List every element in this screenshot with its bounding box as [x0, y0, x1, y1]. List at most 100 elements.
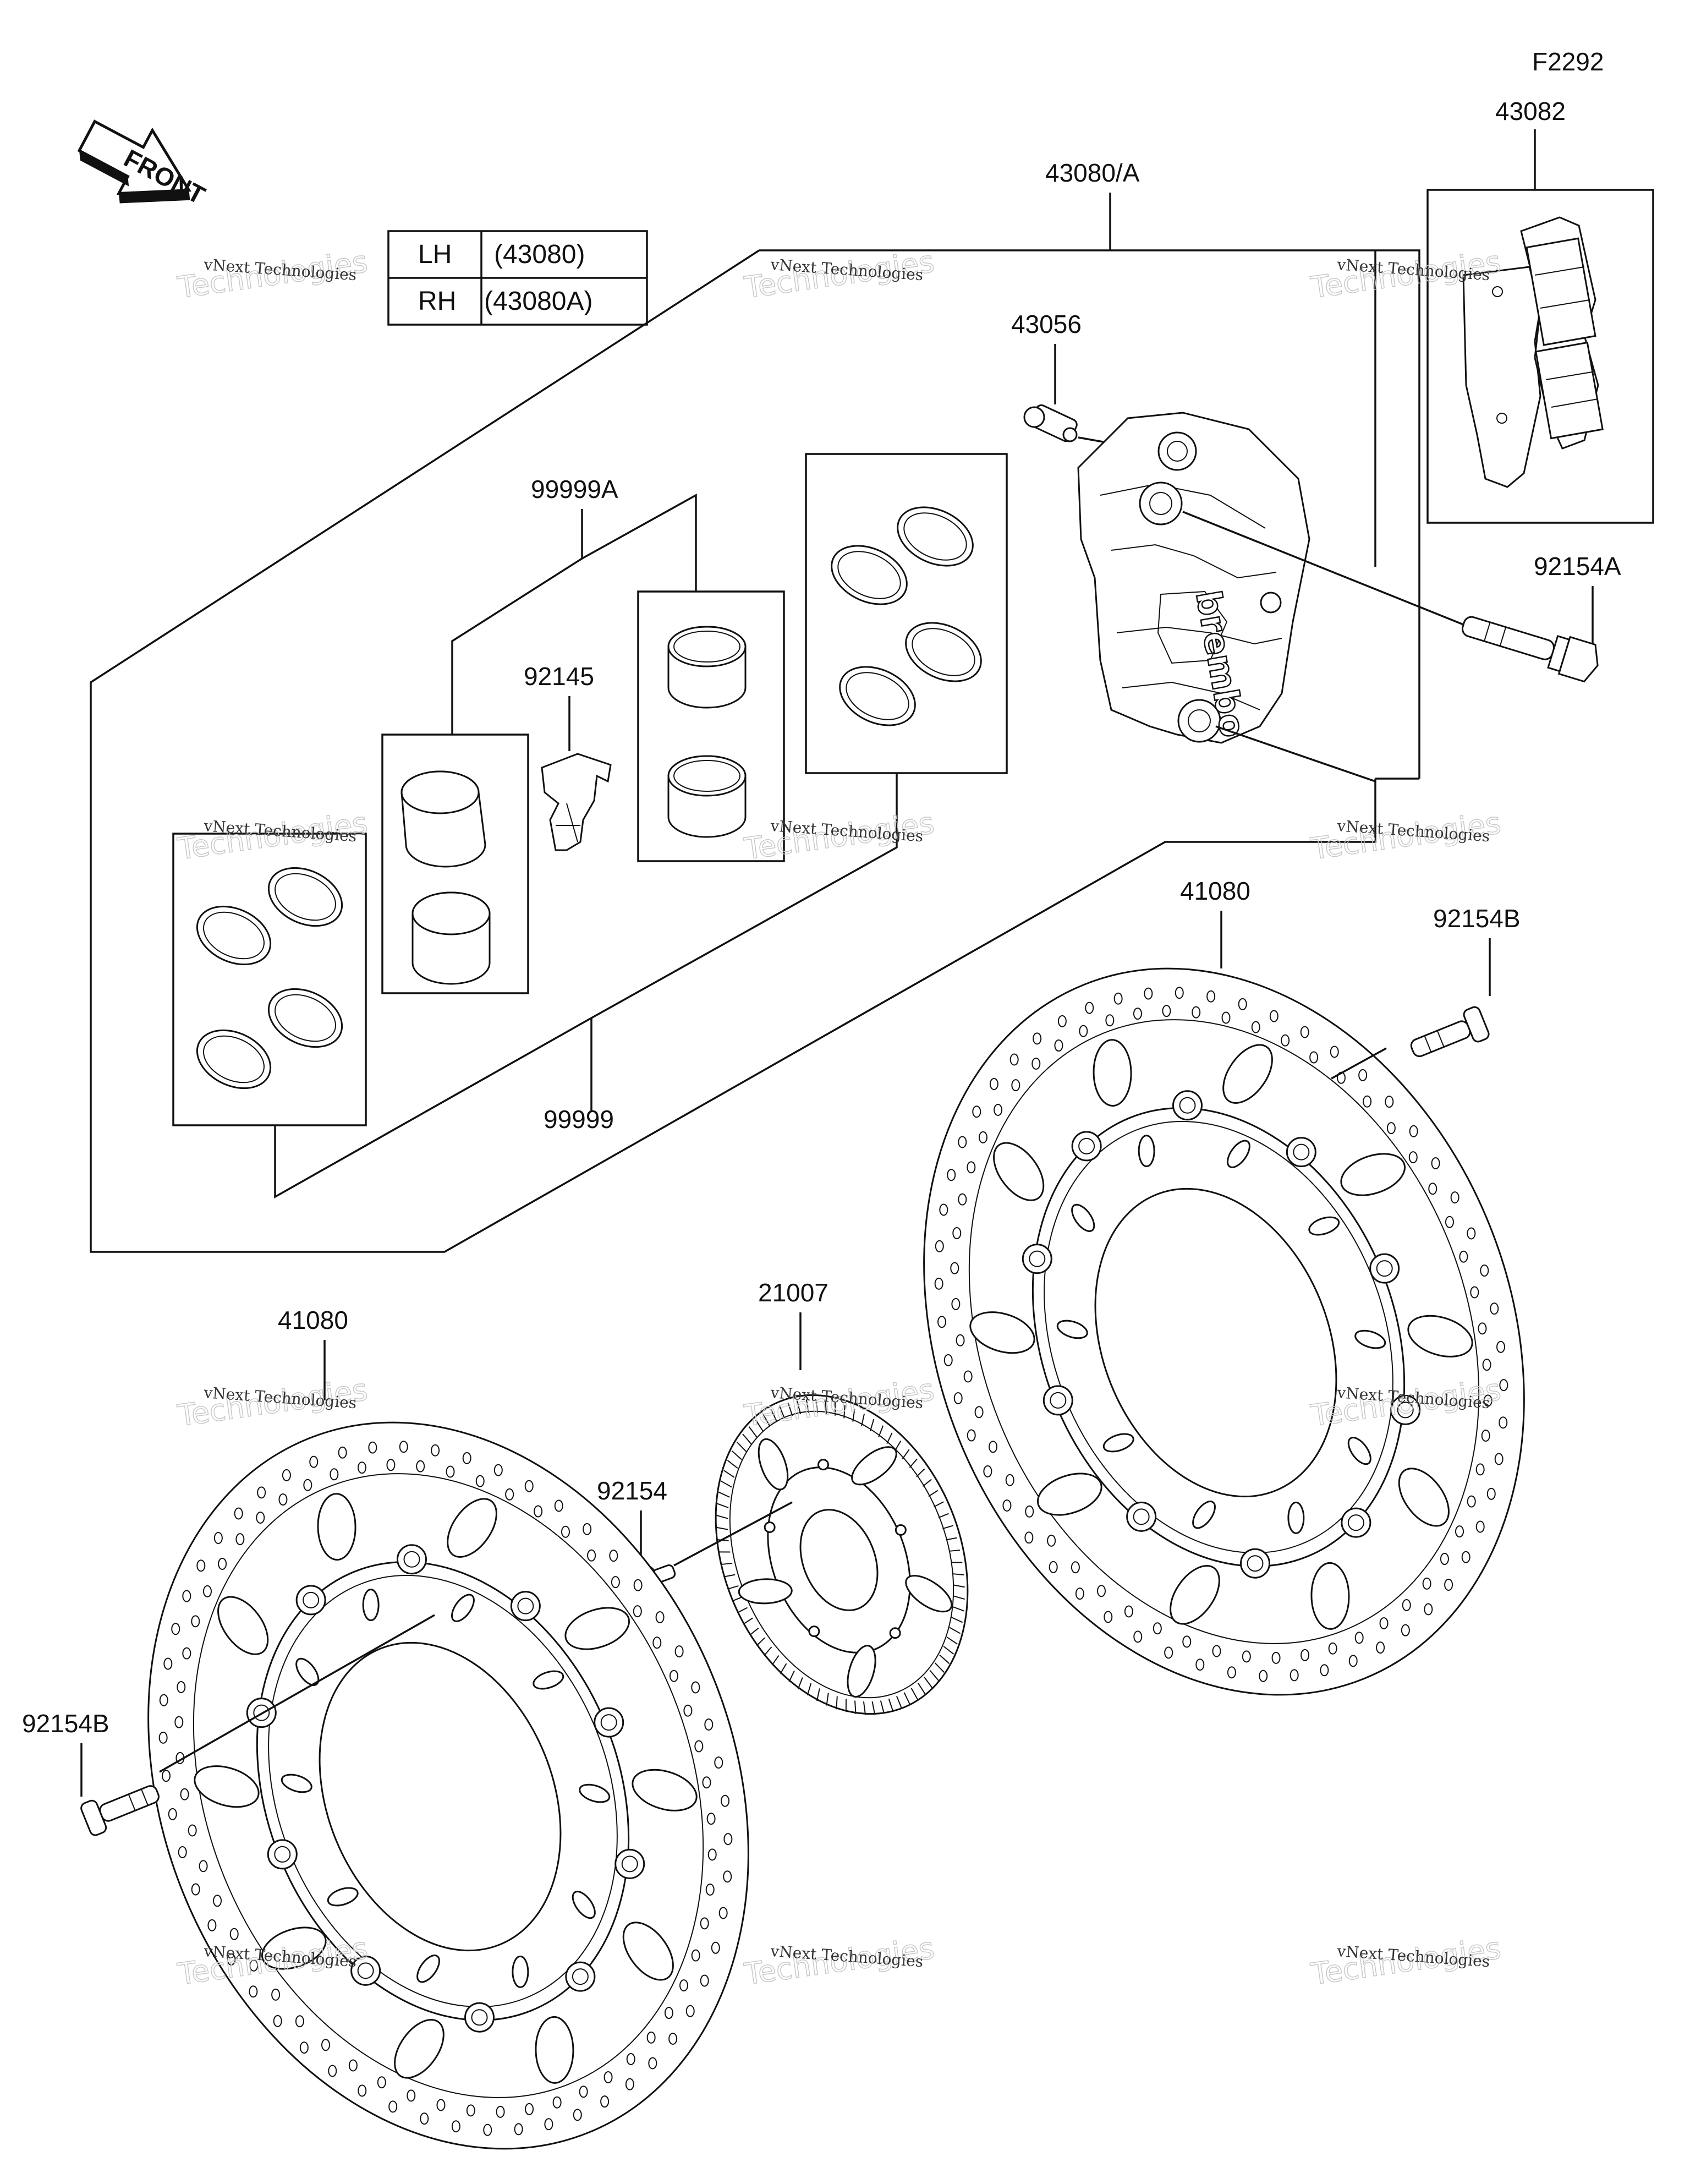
- disc-button-hole: [1029, 1250, 1046, 1267]
- rotor-tooth: [770, 1409, 778, 1422]
- disc-hole: [669, 1670, 678, 1682]
- callout-disc-bolt-right: 92154B: [1433, 904, 1521, 933]
- rotor-tooth: [788, 1670, 795, 1682]
- disc-hole: [1494, 1453, 1504, 1465]
- carrier-slot: [1287, 1501, 1305, 1534]
- disc-hole: [691, 1949, 700, 1962]
- rotor-tooth: [939, 1654, 950, 1665]
- callout-caliper-assy: 43080/A: [1045, 158, 1140, 187]
- callout-disc-bolt-left: 92154B: [22, 1709, 109, 1738]
- carrier-slot: [281, 1774, 312, 1793]
- disc-vent: [1340, 1153, 1406, 1196]
- disc-hole: [1444, 1578, 1453, 1591]
- disc-hole: [1358, 1069, 1368, 1081]
- disc-hole: [158, 1731, 168, 1744]
- callout-sensor-rotor: 21007: [758, 1278, 828, 1307]
- disc-hole: [446, 1465, 455, 1478]
- disc-hole: [338, 1446, 347, 1459]
- disc-hole: [967, 1429, 976, 1442]
- callout-bleeder-valve: 43056: [1011, 310, 1082, 338]
- carrier-slot: [295, 1657, 320, 1686]
- disc-hole: [611, 1576, 620, 1589]
- disc-hole: [723, 1870, 732, 1883]
- rotor-tooth: [727, 1460, 738, 1469]
- disc-hole: [1079, 1025, 1088, 1037]
- rotor-tooth: [934, 1501, 944, 1508]
- disc-hole: [707, 1848, 717, 1861]
- rotor-tooth: [805, 1399, 810, 1414]
- disc-hole: [956, 1334, 965, 1346]
- disc-hole: [953, 1392, 963, 1404]
- disc-button-hole: [253, 1704, 270, 1721]
- disc-button: [1369, 1253, 1400, 1284]
- disc-hole: [989, 1441, 998, 1453]
- disc-hole: [679, 1979, 689, 1992]
- disc-hole: [1300, 1026, 1309, 1038]
- rotor-tooth: [716, 1526, 728, 1530]
- disc-hole: [524, 1480, 534, 1492]
- disc-hole: [646, 2031, 656, 2044]
- rotor-bolt-hole: [895, 1524, 907, 1536]
- rotor-tooth: [764, 1646, 772, 1656]
- disc-hole: [1182, 1635, 1192, 1648]
- rotor-tooth: [934, 1662, 945, 1673]
- carrier-slot: [1347, 1437, 1371, 1465]
- disc-hole: [330, 1468, 339, 1481]
- rotor-window: [851, 1446, 897, 1486]
- disc-hole: [1490, 1302, 1499, 1315]
- disc-hole: [1113, 992, 1123, 1005]
- disc-hole: [633, 1605, 642, 1618]
- disc-hole: [1482, 1359, 1491, 1371]
- disc-hole: [587, 1549, 596, 1562]
- carrier-slot: [451, 1594, 475, 1622]
- disc-hole: [1057, 1015, 1067, 1027]
- carrier-slot: [327, 1887, 359, 1907]
- rotor-tooth: [896, 1695, 903, 1709]
- disc-hole: [514, 2123, 523, 2136]
- rotor-tooth: [909, 1458, 918, 1468]
- disc-hole: [257, 1486, 266, 1499]
- disc-hole: [357, 1462, 366, 1474]
- disc-hole: [227, 1953, 236, 1966]
- disc-hole: [1301, 1649, 1310, 1661]
- disc-hole: [368, 1441, 377, 1454]
- disc-hole: [1097, 1585, 1106, 1597]
- callout-disc-right: 41080: [1180, 877, 1250, 905]
- disc-hole: [218, 1557, 227, 1570]
- rotor-tooth: [825, 1400, 827, 1414]
- disc-hole: [278, 1493, 288, 1506]
- disc-hole: [1009, 1053, 1019, 1066]
- rotor-tooth: [742, 1433, 752, 1445]
- disc-hole: [328, 2065, 337, 2077]
- rotor-tooth: [806, 1683, 812, 1696]
- disc-hole: [723, 1833, 733, 1846]
- disc-hole: [407, 2089, 416, 2102]
- disc-hole: [978, 1131, 987, 1143]
- disc-vent: [1222, 1044, 1273, 1104]
- disc-hole: [1422, 1577, 1431, 1590]
- disc-button-hole: [274, 1846, 291, 1863]
- disc-hole: [664, 2007, 673, 2019]
- table-row-rh-part: (43080A): [484, 287, 592, 316]
- disc-hole: [416, 1460, 425, 1473]
- disc-hole: [1251, 1021, 1260, 1033]
- disc-hole: [168, 1808, 177, 1820]
- rotor-bolt-hole: [808, 1625, 820, 1638]
- disc-hole: [1424, 1603, 1433, 1616]
- disc-hole: [1478, 1322, 1487, 1335]
- disc-hole: [1047, 1534, 1056, 1547]
- disc-hole: [202, 1585, 212, 1597]
- disc-hole: [625, 2078, 634, 2090]
- disc-hole: [1227, 1666, 1236, 1679]
- disc-hole: [1162, 1005, 1171, 1017]
- disc-hole: [958, 1136, 967, 1148]
- caliper-assy-bracket: [90, 193, 1420, 1253]
- rotor-tooth: [787, 1402, 793, 1416]
- brake-caliper: brembo: [1077, 412, 1310, 744]
- rotor-tooth: [928, 1490, 939, 1497]
- disc-button: [565, 1961, 596, 1992]
- disc-hole: [1033, 1032, 1042, 1045]
- disc-hole: [1031, 1057, 1041, 1070]
- rotor-tooth: [852, 1409, 855, 1422]
- rotor-tooth: [871, 1701, 876, 1715]
